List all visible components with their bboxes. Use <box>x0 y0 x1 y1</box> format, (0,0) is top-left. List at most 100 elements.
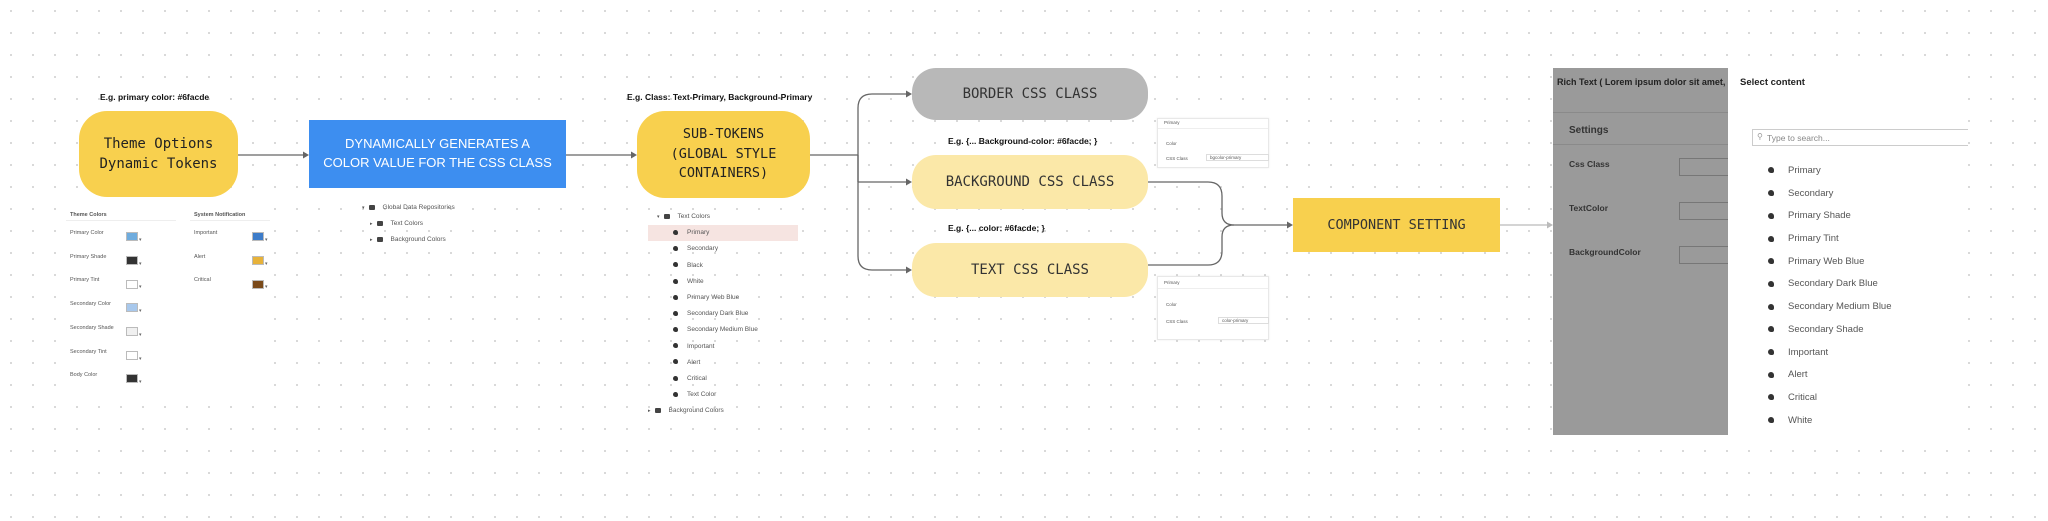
preview-section: Color <box>1166 141 1177 146</box>
repo-tree-text-colors[interactable]: ▸Text Colors <box>370 220 424 228</box>
background-css-preview: Primary Color CSS Class bgcolor-primary <box>1157 118 1269 168</box>
css-class-label: Css Class <box>1569 159 1610 169</box>
theme-color-label: Secondary Shade <box>70 324 114 331</box>
token-icon <box>1768 348 1774 355</box>
theme-color-swatch[interactable]: ▾ <box>126 228 142 246</box>
token-icon <box>1768 167 1774 174</box>
generates-label: DYNAMICALLY GENERATES A COLOR VALUE FOR … <box>323 136 552 170</box>
token-icon <box>673 343 678 349</box>
select-content-item[interactable]: Important <box>1768 342 1968 365</box>
repo-tree-root[interactable]: ▾Global Data Repositories <box>362 204 455 211</box>
select-content-item[interactable]: Secondary Dark Blue <box>1768 273 1968 296</box>
subtoken-item[interactable]: Alert <box>648 355 798 371</box>
token-icon <box>1768 212 1774 219</box>
select-content-item[interactable]: White <box>1768 410 1968 433</box>
background-color-input[interactable] <box>1679 246 1729 264</box>
system-notification-title: System Notification <box>194 212 246 218</box>
theme-color-swatch[interactable]: ▾ <box>126 370 142 388</box>
select-content-item[interactable]: Primary <box>1768 160 1968 183</box>
subtokens-caption: E.g. Class: Text-Primary, Background-Pri… <box>627 92 813 102</box>
theme-color-label: Primary Color <box>70 230 104 236</box>
subtoken-item[interactable]: Secondary Dark Blue <box>648 306 798 322</box>
select-content-item[interactable]: Secondary Medium Blue <box>1768 296 1968 319</box>
select-content-item[interactable]: Secondary Shade <box>1768 319 1968 342</box>
select-content-item[interactable]: Primary Web Blue <box>1768 251 1968 274</box>
notification-label: Important <box>194 230 218 236</box>
theme-colors-title: Theme Colors <box>70 212 107 218</box>
background-css-label: BACKGROUND CSS CLASS <box>945 174 1115 190</box>
token-icon <box>1768 235 1774 242</box>
theme-caption: E.g. primary color: #6facde <box>100 92 210 102</box>
token-icon <box>1768 280 1774 287</box>
preview-tab: Primary <box>1164 120 1180 125</box>
token-icon <box>1768 326 1774 333</box>
token-icon <box>673 391 678 397</box>
subtoken-item[interactable]: Important <box>648 339 798 355</box>
subtoken-tree-group[interactable]: ▾Text Colors <box>657 213 711 220</box>
search-icon: ⚲ <box>1757 132 1763 141</box>
theme-color-swatch[interactable]: ▾ <box>126 347 142 365</box>
border-css-node: BORDER CSS CLASS <box>912 68 1148 120</box>
component-setting-label: COMPONENT SETTING <box>1327 217 1466 233</box>
select-content-item[interactable]: Critical <box>1768 387 1968 410</box>
theme-color-label: Secondary Color <box>70 301 111 308</box>
preview-value: color-primary <box>1218 317 1269 324</box>
token-icon <box>673 359 678 365</box>
token-icon <box>673 375 678 381</box>
preview-label: CSS Class <box>1166 156 1188 161</box>
token-icon <box>673 229 678 235</box>
settings-panel: Rich Text ( Lorem ipsum dolor sit amet, … <box>1553 68 1729 435</box>
token-icon <box>1768 190 1774 197</box>
select-content-item[interactable]: Alert <box>1768 364 1968 387</box>
search-input[interactable]: ⚲ Type to search... <box>1752 129 1968 146</box>
theme-color-swatch[interactable]: ▾ <box>126 299 142 317</box>
subtoken-item[interactable]: Critical <box>648 371 798 387</box>
select-content-item[interactable]: Primary Shade <box>1768 205 1968 228</box>
token-icon <box>673 294 678 300</box>
search-placeholder: Type to search... <box>1767 133 1830 143</box>
preview-value: bgcolor-primary <box>1206 154 1269 161</box>
token-icon <box>673 262 678 268</box>
theme-color-swatch[interactable]: ▾ <box>126 275 142 293</box>
theme-color-swatch[interactable]: ▾ <box>126 252 142 270</box>
notification-swatch[interactable]: ▾ <box>252 252 268 270</box>
select-content-panel: Select content ⚲ Type to search... Prima… <box>1728 68 1968 435</box>
border-css-label: BORDER CSS CLASS <box>962 86 1098 102</box>
subtoken-tree-footer[interactable]: ▸Background Colors <box>648 407 724 415</box>
subtoken-item[interactable]: Primary <box>648 225 798 242</box>
text-color-input[interactable] <box>1679 202 1729 220</box>
settings-title: Settings <box>1569 125 1609 136</box>
select-content-item[interactable]: Primary Tint <box>1768 228 1968 251</box>
notification-swatch[interactable]: ▾ <box>252 228 268 246</box>
subtoken-item[interactable]: Secondary Medium Blue <box>648 322 798 338</box>
token-icon <box>1768 371 1774 378</box>
token-icon <box>673 327 678 333</box>
theme-color-label: Primary Tint <box>70 277 100 284</box>
subtoken-item[interactable]: Secondary <box>648 241 798 257</box>
subtoken-item[interactable]: White <box>648 274 798 290</box>
token-icon <box>673 278 678 284</box>
subtoken-item[interactable]: Text Color <box>648 387 798 403</box>
theme-color-swatch[interactable]: ▾ <box>126 323 142 341</box>
text-color-label: TextColor <box>1569 203 1609 213</box>
css-class-input[interactable] <box>1679 158 1729 176</box>
theme-options-node: Theme Options Dynamic Tokens <box>79 111 238 197</box>
repo-tree: ▾Global Data Repositories ▸Text Colors ▸… <box>362 200 502 249</box>
text-css-preview: Primary Color CSS Class color-primary <box>1157 276 1269 340</box>
token-icon <box>673 310 678 316</box>
theme-color-label: Secondary Tint <box>70 348 107 355</box>
subtoken-item[interactable]: Primary Web Blue <box>648 290 798 306</box>
subtoken-item[interactable]: Black <box>648 258 798 274</box>
token-icon <box>1768 417 1774 424</box>
select-content-item[interactable]: Secondary <box>1768 183 1968 206</box>
theme-options-label: Theme Options Dynamic Tokens <box>99 135 218 172</box>
text-css-node: TEXT CSS CLASS <box>912 243 1148 297</box>
repo-tree-background-colors[interactable]: ▸Background Colors <box>370 236 446 244</box>
token-icon <box>1768 258 1774 265</box>
notification-swatch[interactable]: ▾ <box>252 275 268 293</box>
token-icon <box>673 246 678 252</box>
subtokens-label: SUB-TOKENS (GLOBAL STYLE CONTAINERS) <box>670 126 777 182</box>
component-setting-node: COMPONENT SETTING <box>1293 198 1500 252</box>
